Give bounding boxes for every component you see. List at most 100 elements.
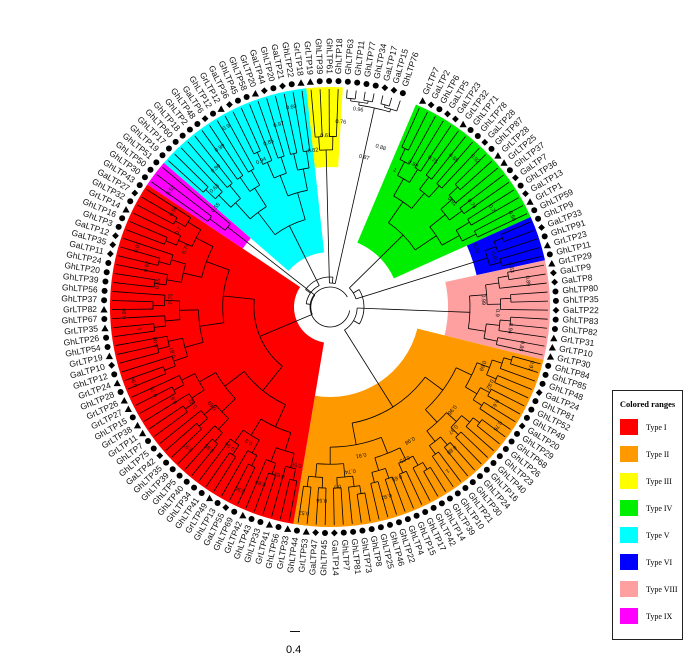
branch	[364, 492, 371, 522]
branch	[440, 198, 453, 210]
bootstrap-value: 0.94	[224, 440, 236, 451]
branch-arc	[201, 246, 214, 278]
branch	[112, 291, 165, 296]
branch	[315, 463, 318, 478]
branch	[191, 389, 205, 399]
leaf-labels: GrLTP7GaLTP2GhLTP6GaLTP5GaLTP23GrLTP32Gh…	[61, 38, 599, 576]
branch	[310, 89, 316, 138]
branch	[424, 376, 444, 391]
branch	[249, 104, 273, 161]
branch-arc	[349, 287, 357, 300]
bootstrap-value: 0.98	[407, 159, 419, 170]
branch-arc	[285, 466, 296, 470]
legend-swatch	[620, 500, 638, 516]
branch	[279, 175, 289, 197]
branch	[508, 273, 546, 281]
branch	[385, 468, 390, 479]
branch-arc	[454, 184, 461, 190]
leaf-marker-diamond	[106, 250, 114, 258]
branch	[165, 240, 177, 246]
leaf-marker-circle	[344, 78, 351, 85]
branch	[318, 136, 320, 151]
leaf-marker-circle	[248, 515, 255, 522]
branch	[191, 443, 219, 476]
branch	[510, 363, 539, 373]
leaf-marker-circle	[335, 78, 342, 85]
branch-arc	[273, 172, 287, 179]
branch	[157, 345, 170, 350]
branch	[379, 234, 404, 259]
branch-arc	[226, 182, 233, 188]
branch	[355, 261, 474, 300]
branch	[461, 415, 470, 423]
branch-arc	[185, 217, 192, 227]
branch	[483, 338, 498, 342]
branch	[178, 240, 193, 247]
branch	[259, 320, 297, 337]
branch	[114, 273, 156, 281]
bootstrap-value: 0.65	[155, 278, 162, 289]
branch	[203, 404, 216, 415]
leaf-marker-circle	[552, 288, 559, 295]
branch-arc	[287, 189, 308, 197]
branch	[500, 221, 531, 235]
branch	[292, 92, 304, 152]
branch	[240, 107, 261, 152]
leaf-marker-triangle	[546, 353, 555, 360]
branch-arc	[358, 104, 390, 113]
branch-arc	[363, 99, 373, 103]
branch	[319, 89, 323, 137]
branch	[474, 205, 524, 232]
bootstrap-value: 0.69	[207, 399, 218, 411]
branch-arc	[479, 402, 485, 409]
bootstrap-value: 0.9	[244, 437, 254, 446]
branch	[412, 467, 431, 501]
bootstrap-value: 0.56	[169, 205, 180, 217]
branch	[119, 352, 160, 364]
branch	[185, 401, 195, 410]
branch	[262, 475, 276, 515]
branch-arc	[465, 417, 474, 427]
bootstrap-value: 0.56	[507, 210, 517, 222]
bootstrap-value: 0.85	[263, 138, 275, 147]
branch-arc	[181, 263, 187, 283]
leaf-marker-diamond	[390, 86, 398, 94]
branch	[201, 130, 238, 180]
branch	[131, 375, 180, 398]
branch	[388, 201, 404, 223]
leaf-marker-circle	[488, 145, 495, 152]
leaf-marker-circle	[194, 121, 201, 127]
branch-arc	[380, 103, 390, 107]
branch	[489, 261, 501, 266]
branch-arc	[507, 272, 510, 280]
branch	[297, 486, 304, 523]
bootstrap-value: 0.52	[471, 243, 481, 255]
branch	[139, 393, 176, 414]
branch	[503, 229, 535, 243]
leaf-marker-circle	[467, 127, 474, 134]
bootstrap-value: 1	[137, 327, 143, 331]
leaf-marker-diamond	[552, 306, 560, 314]
tree-branches	[112, 89, 548, 525]
leaf-label: GhLTP80	[562, 283, 599, 295]
leaf-marker-circle	[111, 371, 118, 378]
bootstrap-value: 0.97	[183, 441, 195, 453]
branch-arc	[198, 309, 204, 343]
bootstrap-value: 0.7	[487, 204, 496, 214]
branch	[234, 429, 244, 443]
branch	[288, 480, 298, 522]
branch-arc	[440, 208, 450, 221]
branch-arc	[303, 485, 312, 488]
leaf-marker-circle	[368, 526, 375, 533]
legend-item: Type I	[620, 419, 682, 435]
leaf-label: GrLTP35	[64, 323, 99, 336]
leaf-marker-triangle	[548, 260, 556, 267]
branch	[486, 374, 497, 380]
leaf-marker-circle	[326, 78, 333, 85]
bootstrap-value: 0.92	[469, 153, 481, 165]
branch	[199, 322, 224, 327]
branch	[501, 255, 543, 267]
leaf-marker-circle	[542, 371, 549, 378]
leaf-marker-triangle	[120, 397, 128, 404]
branch	[292, 468, 297, 481]
